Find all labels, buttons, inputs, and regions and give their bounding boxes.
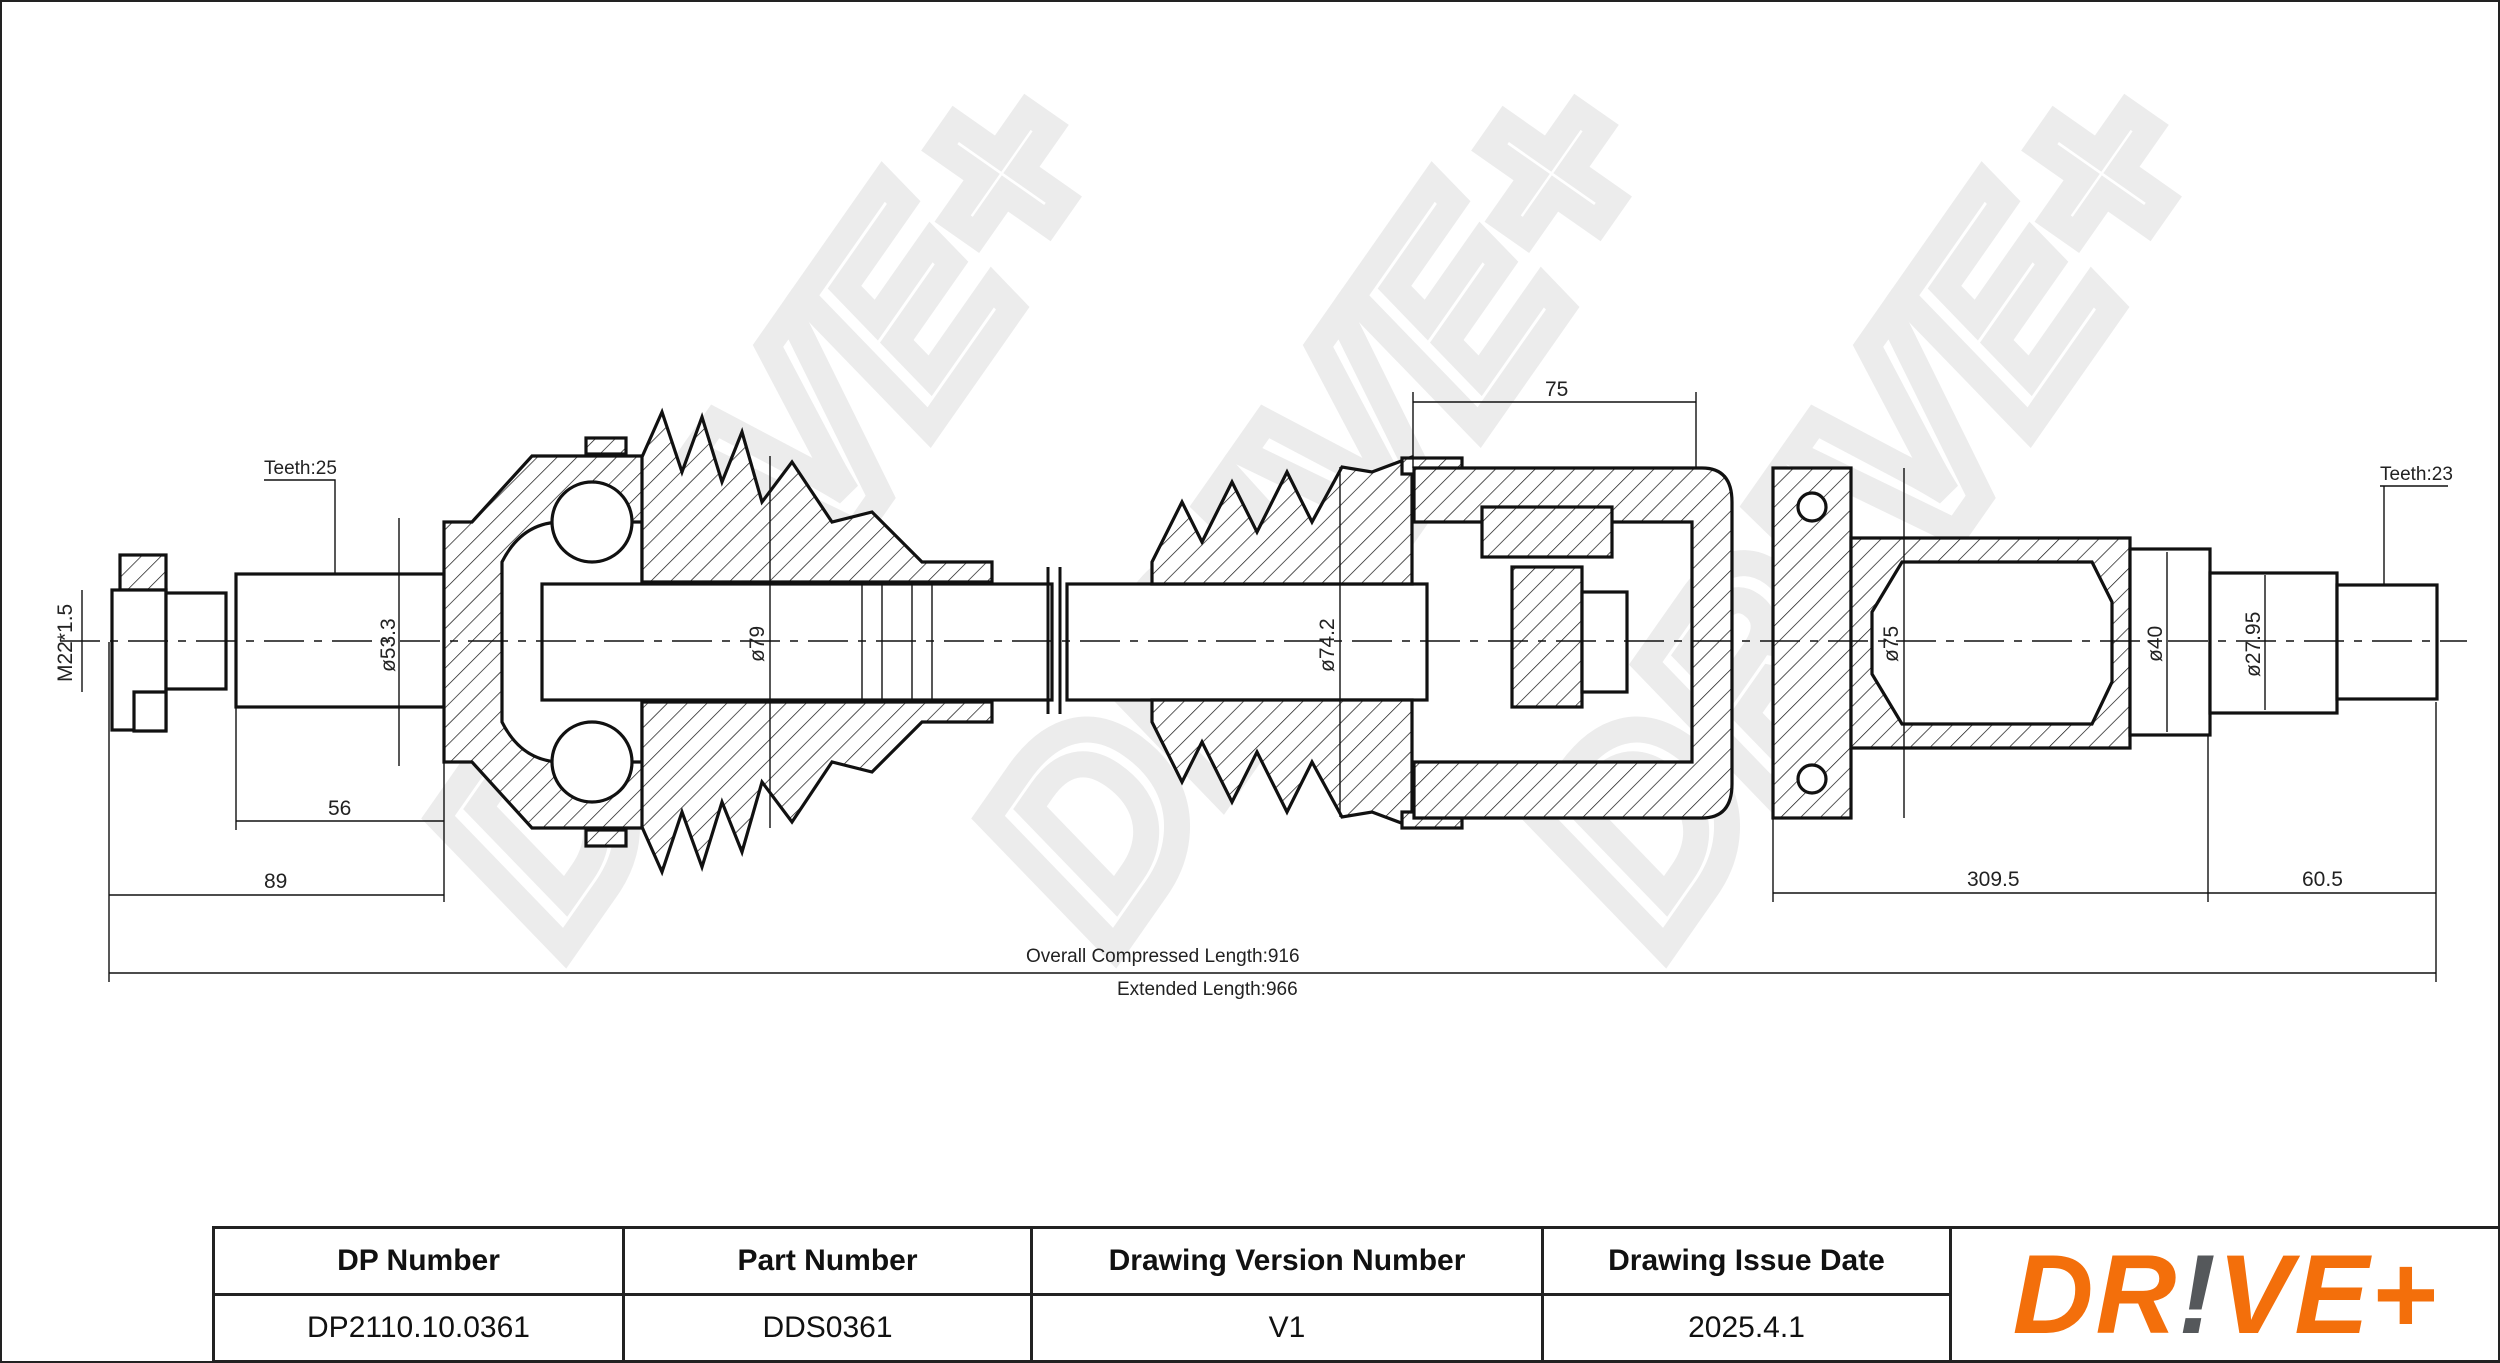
extended-length: Extended Length:966 — [1117, 979, 1298, 1000]
tripod-housing — [1412, 466, 1734, 820]
inner-boot — [1150, 454, 1414, 586]
drive-logo: DR!VE+ — [2012, 1232, 2439, 1357]
main-shaft — [540, 582, 1054, 702]
header-dp-number: DP Number — [212, 1226, 625, 1296]
inner-spline — [2335, 583, 2439, 701]
dim-89: 89 — [264, 870, 287, 893]
dia-27-label: ø27.95 — [2242, 612, 2265, 677]
dim-56: 56 — [328, 797, 351, 820]
teeth-right-label: Teeth:23 — [2380, 464, 2453, 485]
teeth-left-label: Teeth:25 — [264, 458, 337, 479]
dim-60: 60.5 — [2302, 868, 2343, 891]
dimension-lines — [81, 392, 2448, 982]
dia-74-label: ø74.2 — [1316, 618, 1339, 672]
logo-cell: DR!VE+ — [1949, 1226, 2498, 1361]
header-issue-date: Drawing Issue Date — [1541, 1226, 1952, 1296]
axle-nut — [110, 553, 168, 733]
overall-length: Overall Compressed Length:916 — [1026, 946, 1300, 967]
value-dp-number: DP2110.10.0361 — [212, 1293, 625, 1361]
bearing-seat — [2128, 547, 2212, 737]
outer-boot — [640, 407, 994, 584]
header-drawing-version: Drawing Version Number — [1030, 1226, 1544, 1296]
value-drawing-version: V1 — [1030, 1293, 1544, 1361]
dia-53-label: ø53.3 — [377, 618, 400, 672]
title-block: DP Number Part Number Drawing Version Nu… — [212, 1226, 2498, 1361]
dim-309: 309.5 — [1967, 868, 2020, 891]
dia-75-label: ø75 — [1880, 626, 1903, 662]
value-part-number: DDS0361 — [622, 1293, 1033, 1361]
thread-label: M22*1.5 — [54, 604, 77, 682]
header-part-number: Part Number — [622, 1226, 1033, 1296]
flange — [1771, 466, 1853, 820]
dia-40-label: ø40 — [2144, 626, 2167, 662]
dim-75: 75 — [1545, 378, 1568, 401]
value-issue-date: 2025.4.1 — [1541, 1293, 1952, 1361]
dia-79-label: ø79 — [746, 626, 769, 662]
